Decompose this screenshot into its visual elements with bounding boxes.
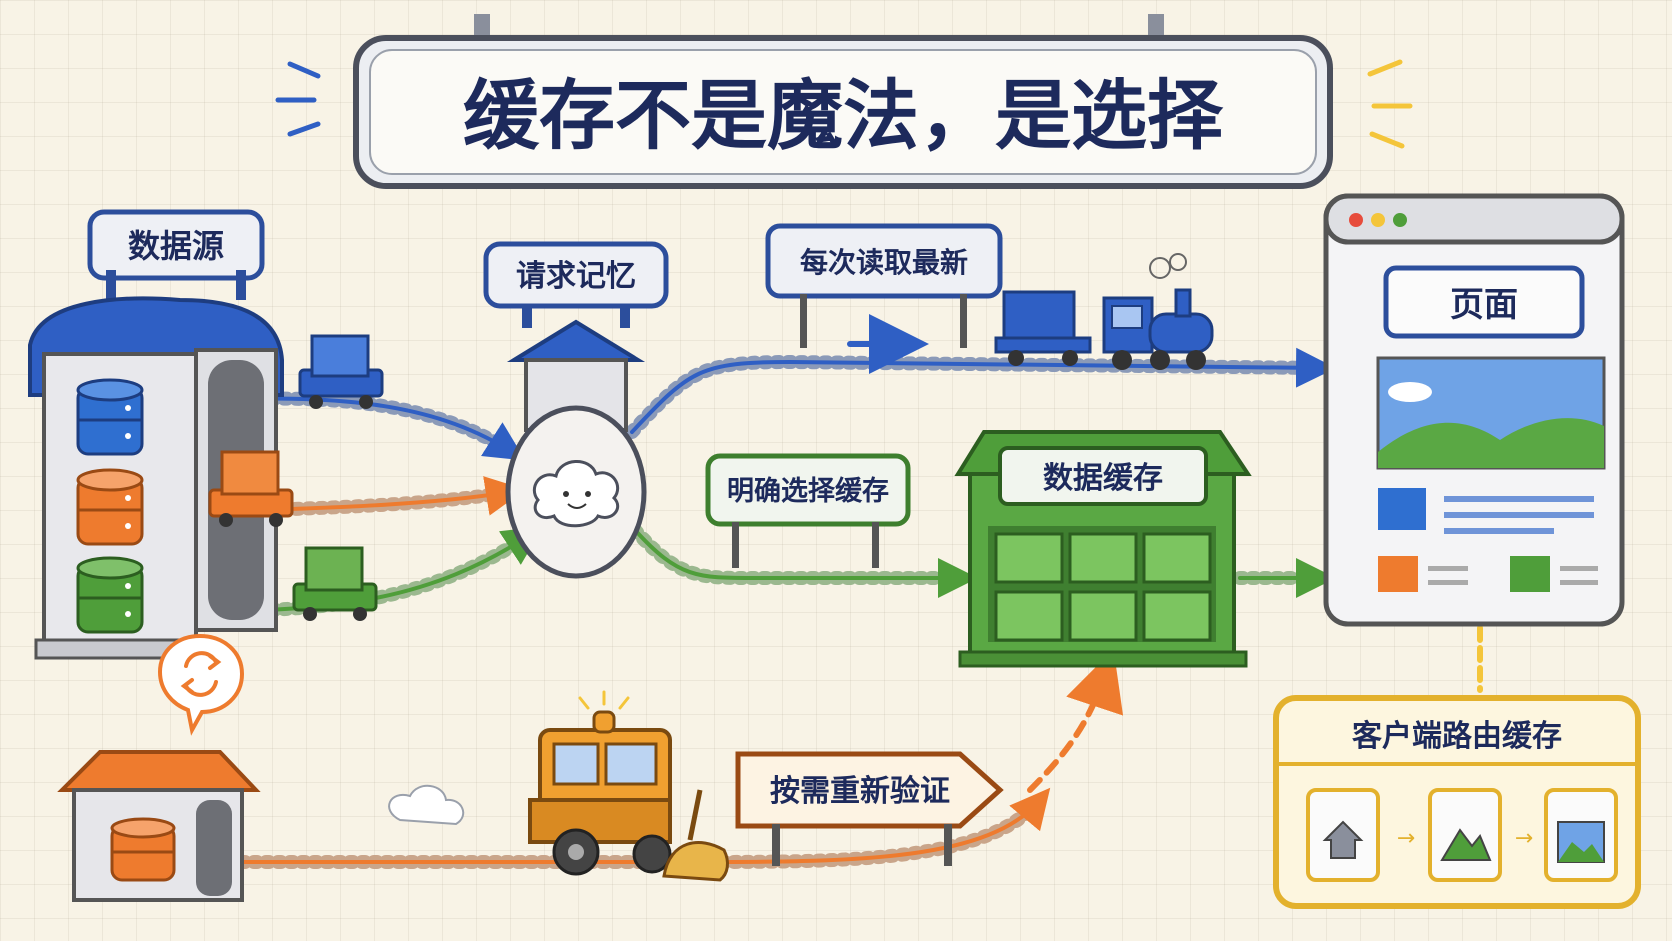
title-banner: 缓存不是魔法，是选择 — [275, 14, 1413, 189]
image-icon — [1557, 821, 1605, 863]
blue-spark-icon — [275, 61, 321, 137]
image-icon — [1376, 356, 1606, 470]
data-source-building: 数据源 — [28, 209, 284, 660]
arrow-icon: → — [1515, 826, 1533, 851]
client-router-cache-label: 客户端路由缓存 — [1352, 719, 1562, 754]
data-source-label: 数据源 — [128, 227, 224, 265]
revalidation-shed — [57, 633, 261, 902]
home-icon — [1322, 820, 1364, 859]
request-memory-label: 请求记忆 — [516, 259, 636, 294]
database-icon — [76, 468, 144, 546]
page-browser-window: 页面 — [1323, 193, 1625, 627]
yellow-spark-icon — [1367, 59, 1413, 149]
revalidate-label: 按需重新验证 — [770, 774, 950, 809]
explicit-cache-label: 明确选择缓存 — [727, 475, 889, 507]
mountain-icon — [1440, 828, 1492, 861]
sweeper-vehicle — [388, 690, 729, 882]
refresh-icon — [180, 651, 222, 697]
box-icon — [298, 334, 384, 409]
revalidate-sign: 按需重新验证 — [735, 751, 1004, 866]
data-cache-warehouse: 数据缓存 — [954, 430, 1252, 668]
client-router-cache: 客户端路由缓存 → → — [1273, 695, 1641, 909]
broom-icon — [662, 789, 729, 882]
explicit-cache-sign: 明确选择缓存 — [705, 453, 911, 568]
database-icon — [76, 556, 144, 634]
arrow-icon: → — [1397, 826, 1415, 851]
database-icon — [76, 378, 144, 456]
box-icon — [292, 546, 378, 621]
data-cache-label: 数据缓存 — [1043, 461, 1163, 496]
page-title: 缓存不是魔法，是选择 — [463, 71, 1224, 160]
read-latest-sign: 每次读取最新 — [765, 223, 1003, 348]
request-memory-station: 请求记忆 — [483, 241, 669, 579]
read-latest-label: 每次读取最新 — [800, 246, 968, 279]
train-icon — [994, 253, 1214, 370]
cloud-face-icon — [532, 460, 620, 528]
box-icon — [994, 532, 1212, 642]
page-label: 页面 — [1450, 285, 1518, 325]
box-icon — [208, 450, 294, 527]
database-icon — [110, 817, 176, 882]
